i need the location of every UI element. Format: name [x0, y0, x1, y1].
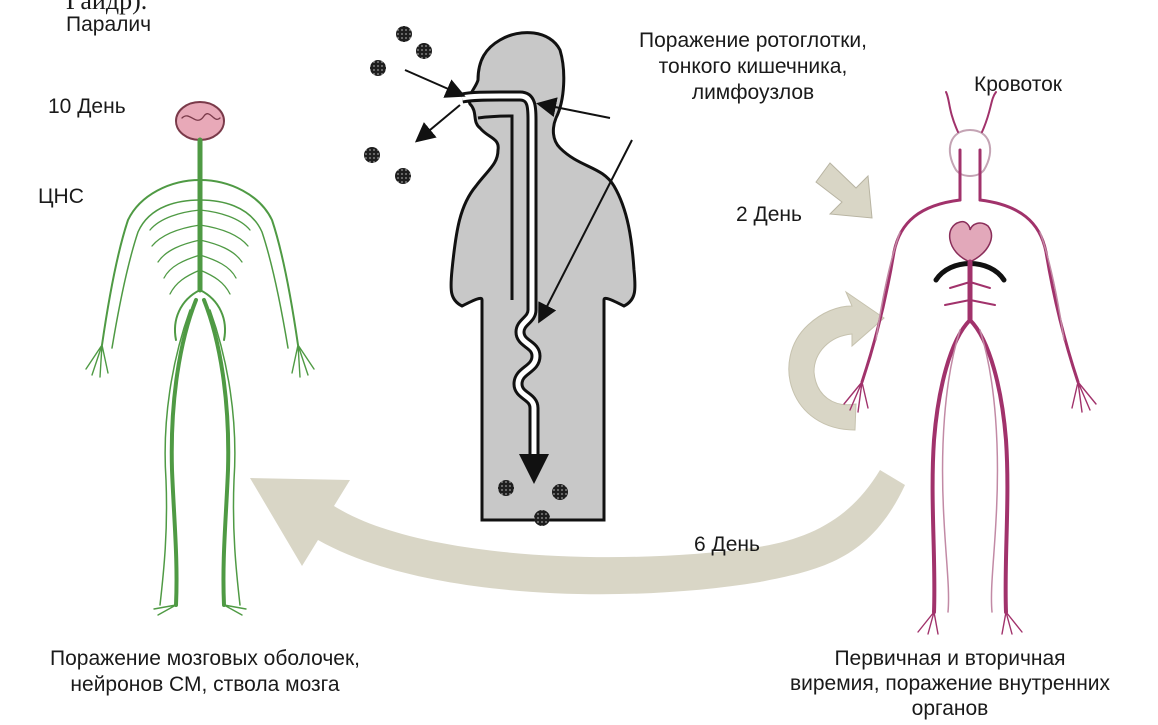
virus-particle-icon: [370, 60, 386, 76]
virus-particle-icon: [498, 480, 514, 496]
heart-icon: [950, 222, 992, 262]
day10-label: 10 День: [48, 94, 126, 120]
day6-label: 6 День: [694, 532, 760, 558]
viremia-line-1: Первичная и вторичная: [750, 646, 1150, 671]
bloodstream-label: Кровоток: [974, 72, 1062, 98]
pharynx-label: Поражение ротоглотки, тонкого кишечника,…: [608, 28, 898, 106]
nervous-system-figure: [86, 102, 314, 615]
day2-label: 2 День: [736, 202, 802, 228]
pharynx-line-1: Поражение ротоглотки,: [608, 28, 898, 54]
meninges-line-2: нейронов СМ, ствола мозга: [20, 672, 390, 698]
meninges-line-1: Поражение мозговых оболочек,: [20, 646, 390, 672]
virus-particle-icon: [552, 484, 568, 500]
virus-particle-icon: [364, 147, 380, 163]
exit-mouth-arrow: [418, 105, 460, 140]
virus-particle-icon: [416, 43, 432, 59]
entry-arrow: [405, 70, 462, 95]
day2-arrow: [816, 163, 872, 218]
pharynx-line-3: лимфоузлов: [608, 80, 898, 106]
paralysis-label: Паралич: [66, 12, 151, 38]
viremia-line-3: органов: [750, 696, 1150, 721]
virus-particle-icon: [395, 168, 411, 184]
virus-particle-icon: [396, 26, 412, 42]
virus-particle-icon: [534, 510, 550, 526]
pharynx-line-2: тонкого кишечника,: [608, 54, 898, 80]
cns-label: ЦНС: [38, 184, 84, 210]
brain-icon: [176, 102, 224, 140]
viremia-label: Первичная и вторичная виремия, поражение…: [750, 646, 1150, 721]
viremia-line-2: виремия, поражение внутренних: [750, 671, 1150, 696]
circulatory-figure: [844, 92, 1096, 634]
meninges-label: Поражение мозговых оболочек, нейронов СМ…: [20, 646, 390, 698]
